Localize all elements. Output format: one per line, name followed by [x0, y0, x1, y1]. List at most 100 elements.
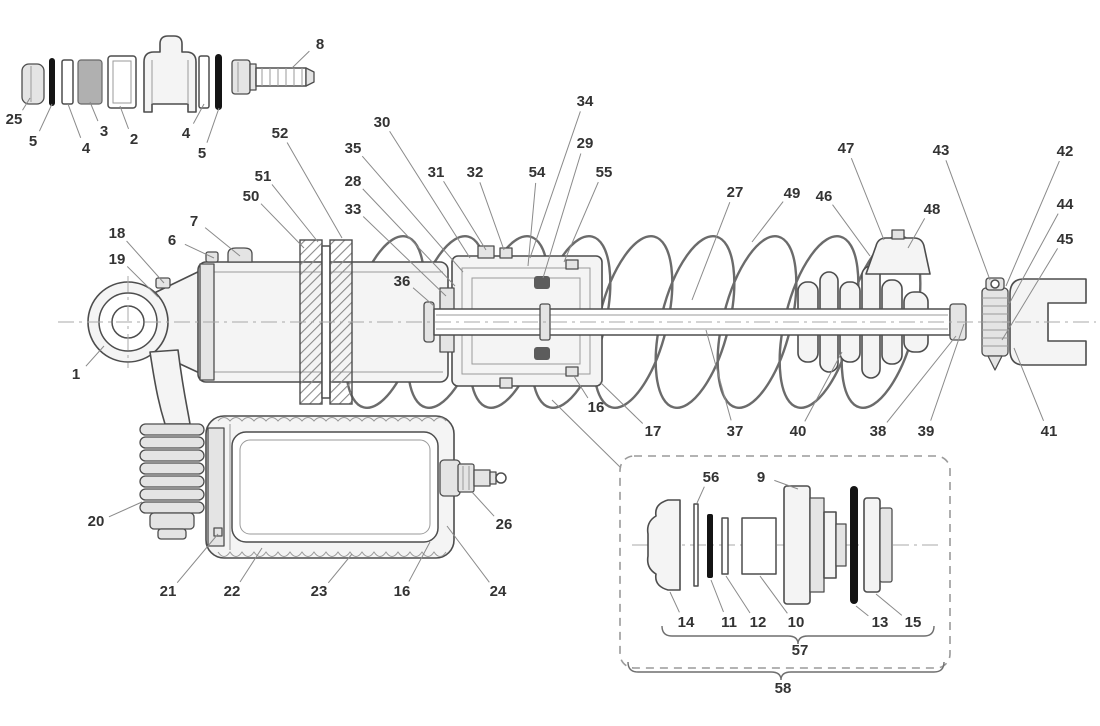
leader-line-23: [327, 553, 353, 584]
leader-line-34: [529, 111, 581, 259]
part-bottom-fitting: [499, 377, 513, 389]
leader-line-40: [804, 351, 843, 422]
callout-30: 30: [374, 114, 391, 131]
callout-39: 39: [918, 423, 935, 440]
part-inner-bladder: [231, 431, 439, 543]
callout-20: 20: [88, 513, 105, 530]
callout-42: 42: [1057, 143, 1074, 160]
callout-43: 43: [933, 142, 950, 159]
part-bushing-gray: [77, 59, 103, 105]
leader-line-4: [192, 103, 205, 124]
callout-34: 34: [577, 93, 594, 110]
leader-line-12: [725, 575, 751, 614]
part-seat-bracket: [865, 237, 931, 275]
part-boot-end-cap: [439, 459, 461, 497]
callout-3: 3: [100, 123, 108, 140]
callout-46: 46: [816, 188, 833, 205]
leader-line-21: [176, 533, 219, 584]
part-bracket-screw: [891, 229, 905, 240]
leader-line-46: [832, 204, 871, 257]
leader-line-37: [705, 329, 732, 421]
part-detail-shim: [693, 503, 699, 587]
leader-line-3: [89, 101, 99, 122]
leader-line-31: [443, 180, 487, 251]
callout-55: 55: [596, 164, 613, 181]
callout-14: 14: [678, 614, 695, 631]
callout-47: 47: [838, 140, 855, 157]
callout-7: 7: [190, 213, 198, 230]
leader-line-16: [408, 541, 431, 582]
leader-line-20: [108, 501, 143, 518]
part-detail-oring-thick: [850, 486, 858, 604]
part-seal-bottom: [534, 347, 550, 360]
callout-24: 24: [490, 583, 507, 600]
callout-12: 12: [750, 614, 767, 631]
part-detail-end-cap: [863, 497, 893, 593]
callout-50: 50: [243, 188, 260, 205]
leader-line-24: [446, 525, 490, 583]
leader-line-22: [239, 547, 263, 583]
leader-line-29: [542, 153, 582, 279]
callout-54: 54: [529, 164, 546, 181]
callout-56: 56: [703, 469, 720, 486]
leader-line-7: [204, 227, 241, 257]
part-detail-plate: [721, 517, 729, 575]
leader-line-38: [886, 335, 957, 423]
part-screw-bottom: [565, 366, 579, 377]
callout-4: 4: [82, 140, 91, 157]
callout-18: 18: [109, 225, 126, 242]
leader-line-33: [362, 216, 447, 297]
leader-line-6: [184, 243, 215, 259]
callout-5: 5: [198, 145, 206, 162]
callout-22: 22: [224, 583, 241, 600]
leader-line-5: [206, 107, 220, 143]
bracket-58: [627, 661, 945, 681]
part-washer-left: [61, 59, 74, 105]
bracket-57: [661, 625, 935, 645]
leader-line-44: [1008, 213, 1059, 305]
callout-13: 13: [872, 614, 889, 631]
part-oring-left: [49, 58, 55, 106]
callout-15: 15: [905, 614, 922, 631]
part-detail-piston: [783, 485, 847, 605]
callout-48: 48: [924, 201, 941, 218]
detail-reference-line: [551, 399, 622, 469]
leader-line-45: [1001, 248, 1059, 341]
leader-line-8: [291, 50, 310, 69]
part-oring-right: [215, 54, 222, 110]
leader-line-5: [38, 103, 53, 132]
callout-23: 23: [311, 583, 328, 600]
callout-26: 26: [496, 516, 513, 533]
callout-36: 36: [394, 273, 411, 290]
callout-37: 37: [727, 423, 744, 440]
leader-line-2: [119, 105, 130, 130]
leader-line-13: [855, 605, 869, 617]
part-rebound-adjuster: [981, 277, 1009, 371]
part-body-boss: [227, 247, 253, 263]
callout-16: 16: [394, 583, 411, 600]
callout-57: 57: [792, 642, 809, 659]
callout-16: 16: [588, 399, 605, 416]
leader-line-25: [22, 97, 31, 111]
part-spring-seat: [797, 229, 931, 379]
leader-line-56: [696, 486, 705, 504]
leader-line-4: [67, 103, 82, 138]
part-preload-adjuster: [139, 349, 205, 540]
part-screw-top: [565, 259, 579, 270]
callout-38: 38: [870, 423, 887, 440]
callout-58: 58: [775, 680, 792, 697]
callout-35: 35: [345, 140, 362, 157]
callout-27: 27: [727, 184, 744, 201]
leader-line-42: [1005, 160, 1060, 287]
leader-line-55: [563, 181, 599, 263]
callout-2: 2: [130, 131, 138, 148]
part-nut: [21, 63, 45, 105]
part-detail-oring-thin: [707, 514, 713, 578]
part-top-fitting-b: [499, 247, 513, 259]
leader-line-19: [126, 266, 159, 298]
part-boot-screw: [213, 527, 223, 537]
leader-line-9: [774, 479, 799, 490]
part-top-fitting-a: [477, 245, 495, 259]
